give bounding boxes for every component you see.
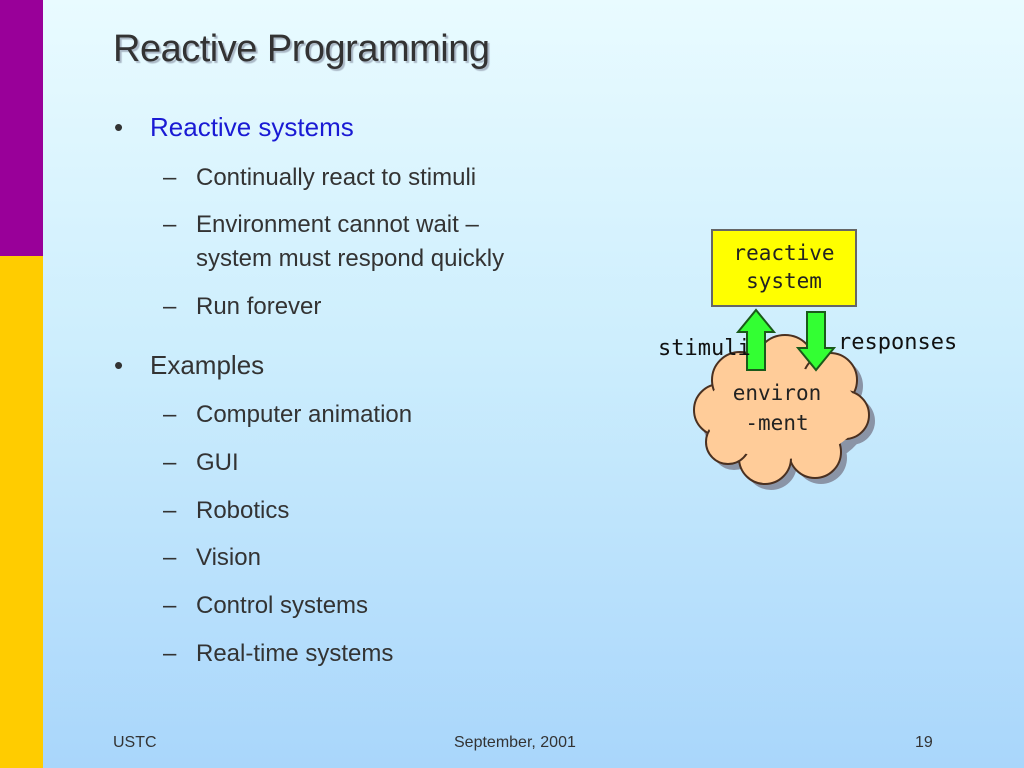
responses-label: responses [838, 330, 958, 355]
sub-item-text: Robotics [196, 497, 290, 524]
env-label-line2: -ment [745, 411, 809, 435]
sub-item-text: Environment cannot wait – [196, 211, 479, 238]
decor-bar-yellow [0, 256, 43, 768]
dash-glyph: – [163, 544, 177, 571]
sub-item-text: GUI [196, 449, 239, 476]
sub-item: – Control systems [163, 589, 368, 623]
dash-glyph: – [163, 401, 177, 428]
dash-glyph: – [163, 497, 177, 524]
env-label-line1: environ [732, 381, 822, 405]
footer-page-number: 19 [915, 734, 933, 751]
sub-item: – Real-time systems [163, 637, 393, 671]
sub-item-continuation: system must respond quickly [163, 242, 504, 276]
dash-glyph: – [163, 449, 177, 476]
reactive-system-diagram: reactive system stimuli responses enviro… [640, 220, 1020, 500]
reactive-system-box: reactive system [711, 229, 857, 307]
slide-title: Reactive Programming [113, 28, 490, 70]
dash-glyph: – [163, 211, 177, 238]
bullet-glyph: • [114, 350, 124, 380]
bullet-label: Reactive systems [150, 112, 354, 142]
sub-item: – Computer animation [163, 398, 412, 432]
sub-item-text: Computer animation [196, 401, 413, 428]
sub-item-text: Run forever [196, 293, 322, 320]
stimuli-label: stimuli [658, 336, 751, 361]
sub-item: – GUI [163, 446, 239, 480]
bullet-glyph: • [114, 112, 124, 142]
dash-glyph: – [163, 164, 177, 191]
footer-left: USTC [113, 734, 157, 751]
sub-item: – Continually react to stimuli [163, 161, 476, 195]
dash-glyph: – [163, 293, 177, 320]
sub-item: – Run forever [163, 290, 321, 324]
sub-item-text: system must respond quickly [196, 245, 505, 272]
bullet-reactive-systems: • Reactive systems [114, 112, 354, 143]
decor-bar-purple [0, 0, 43, 256]
diagram-graphics [693, 308, 875, 490]
dash-glyph: – [163, 640, 177, 667]
cloud-core [704, 367, 860, 459]
footer-center: September, 2001 [454, 734, 576, 751]
sub-item-text: Control systems [196, 592, 369, 619]
system-label-line1: reactive [733, 241, 835, 265]
responses-arrow [795, 311, 837, 372]
sub-item-text: Vision [196, 544, 261, 571]
sub-item: – Vision [163, 541, 261, 575]
system-label-line2: system [746, 269, 822, 293]
sub-item: – Environment cannot wait – [163, 208, 479, 242]
stimuli-arrow [735, 308, 777, 371]
environment-label: environ -ment [702, 378, 852, 438]
bullet-examples: • Examples [114, 350, 264, 381]
sub-item: – Robotics [163, 494, 289, 528]
sub-item-text: Continually react to stimuli [196, 164, 477, 191]
dash-glyph: – [163, 592, 177, 619]
sub-item-text: Real-time systems [196, 640, 394, 667]
bullet-label: Examples [150, 350, 265, 380]
